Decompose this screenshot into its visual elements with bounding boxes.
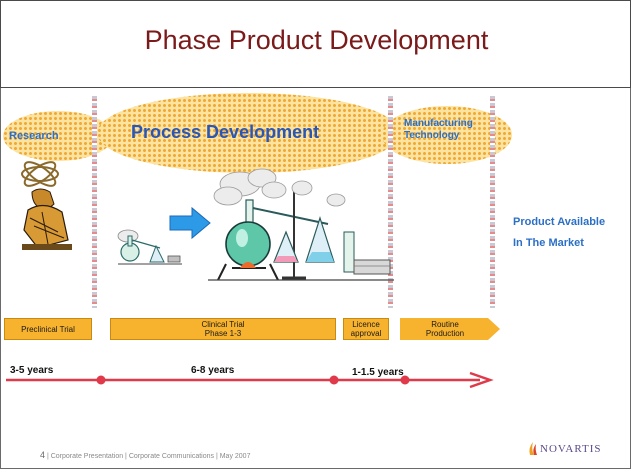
small-lab-equipment-illustration — [117, 229, 182, 265]
market-text-line2: In The Market — [513, 237, 584, 249]
manufacturing-label-line1: Manufacturing — [404, 118, 473, 129]
atom-icon — [21, 161, 59, 187]
phase-bar-clinical-label-line2: Phase 1-3 — [204, 329, 242, 338]
timeline-dot-2 — [329, 375, 339, 385]
phase-bar-clinical: Clinical Trial Phase 1-3 — [110, 318, 336, 340]
novartis-flame-icon — [529, 442, 537, 455]
research-label: Research — [9, 130, 59, 142]
phase-bar-licence-label-line1: Licence — [352, 320, 380, 329]
divider-research — [92, 96, 97, 308]
novartis-logo: NOVARTIS — [540, 443, 602, 455]
market-text-line1: Product Available — [513, 216, 606, 228]
timeline — [6, 371, 494, 389]
duration-clinical: 6-8 years — [191, 365, 235, 376]
divider-manufacturing — [490, 96, 495, 308]
process-development-cloud — [97, 93, 400, 173]
phase-bar-routine-label-line2: Production — [425, 329, 465, 338]
phase-bar-licence-label-line2: approval — [350, 329, 382, 338]
divider-process — [388, 96, 393, 308]
researcher-illustration — [21, 161, 72, 250]
slide-title: Phase Product Development — [144, 25, 489, 55]
duration-preclinical: 3-5 years — [10, 365, 54, 376]
title-bar: Phase Product Development — [0, 0, 631, 88]
manufacturing-label-line2: Technology — [404, 130, 460, 141]
phase-bar-preclinical: Preclinical Trial — [4, 318, 92, 340]
right-arrow-icon — [169, 206, 211, 240]
large-lab-equipment-illustration — [208, 168, 394, 281]
phase-bar-licence: Licence approval — [343, 318, 389, 340]
phase-bar-clinical-label-line1: Clinical Trial — [201, 320, 245, 329]
footer-text: | Corporate Presentation | Corporate Com… — [46, 453, 251, 460]
page-number: 4 — [40, 450, 46, 460]
footer: 4 | Corporate Presentation | Corporate C… — [40, 450, 250, 460]
phase-bar-preclinical-label: Preclinical Trial — [21, 324, 75, 334]
duration-licence: 1-1.5 years — [352, 367, 404, 378]
timeline-dot-1 — [96, 375, 106, 385]
process-development-label: Process Development — [131, 122, 320, 142]
phase-bar-routine: Routine Production — [400, 318, 500, 340]
timeline-dot-3 — [400, 375, 410, 385]
phase-bar-routine-label-line1: Routine — [431, 320, 459, 329]
timeline-arrowhead — [469, 371, 494, 389]
